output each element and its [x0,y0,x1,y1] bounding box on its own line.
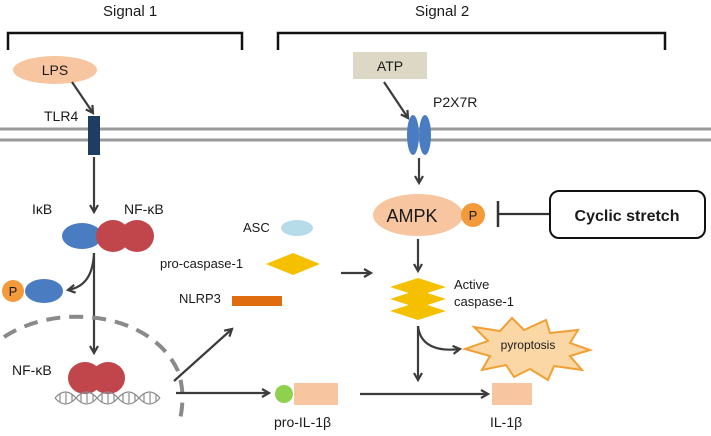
nlrp3-shape [232,296,282,306]
phospho-ampk-label: P [469,208,478,223]
signal1-label: Signal 1 [103,3,157,20]
atp-box [353,52,427,79]
pro-il1b-body [294,383,338,405]
atp-label: ATP [377,58,403,74]
il1b-label: IL-1β [490,414,522,430]
asc-label: ASC [243,220,270,235]
arrow-lps-tlr4 [71,81,93,113]
arrow-atp-p2x7r [383,81,408,118]
cell-membrane [0,127,711,142]
pro-caspase1-label: pro-caspase-1 [160,256,243,271]
signal1-bracket [6,31,244,50]
nfkb-nucleus-label: NF-κB [12,362,52,378]
signal2-label: Signal 2 [415,3,469,20]
tlr4-label: TLR4 [44,108,78,124]
phospho-circle-ampk [461,203,485,227]
phospho-circle-left [2,280,24,302]
pro-il1b-label: pro-IL-1β [274,414,331,430]
arrow-nfkb-nlrp3 [173,329,232,382]
lps-label: LPS [42,62,68,78]
il1b-shape [492,383,532,405]
active-caspase1-shape [390,278,446,320]
ikb-label: IκB [32,201,52,217]
p2x7r-receptor [407,115,431,155]
tlr4-receptor [88,116,100,155]
nuclear-envelope [2,314,185,421]
p2x7r-label: P2X7R [433,94,477,110]
inhibition-bar [496,201,550,227]
phospho-left-label: P [9,284,18,299]
caspase1-label: caspase-1 [454,294,514,309]
active-label: Active [454,277,489,292]
arrow-caspase-pyroptosis [416,325,460,350]
pro-il1b-head [275,385,293,403]
arrow-to-p-ikb [68,252,96,290]
asc-shape [281,220,313,236]
signal2-bracket [276,31,667,50]
ikb-shape [62,223,102,249]
pro-caspase1-shape [266,253,320,275]
ampk-label: AMPK [386,206,437,226]
pyroptosis-label: pyroptosis [501,338,556,352]
p-ikb-shape [25,279,63,303]
nfkb-top-label: NF-κB [124,201,164,217]
nlrp3-label: NLRP3 [179,291,221,306]
nfkb-nucleus-shape [68,362,125,394]
nfkb-complex-shape [96,220,154,252]
pyroptosis-burst [461,316,594,382]
cyclic-stretch-label: Cyclic stretch [575,208,680,225]
dna-icon [54,391,161,405]
cyclic-stretch-box [549,190,706,239]
lps-ellipse [13,56,97,84]
ampk-ellipse [373,194,463,236]
